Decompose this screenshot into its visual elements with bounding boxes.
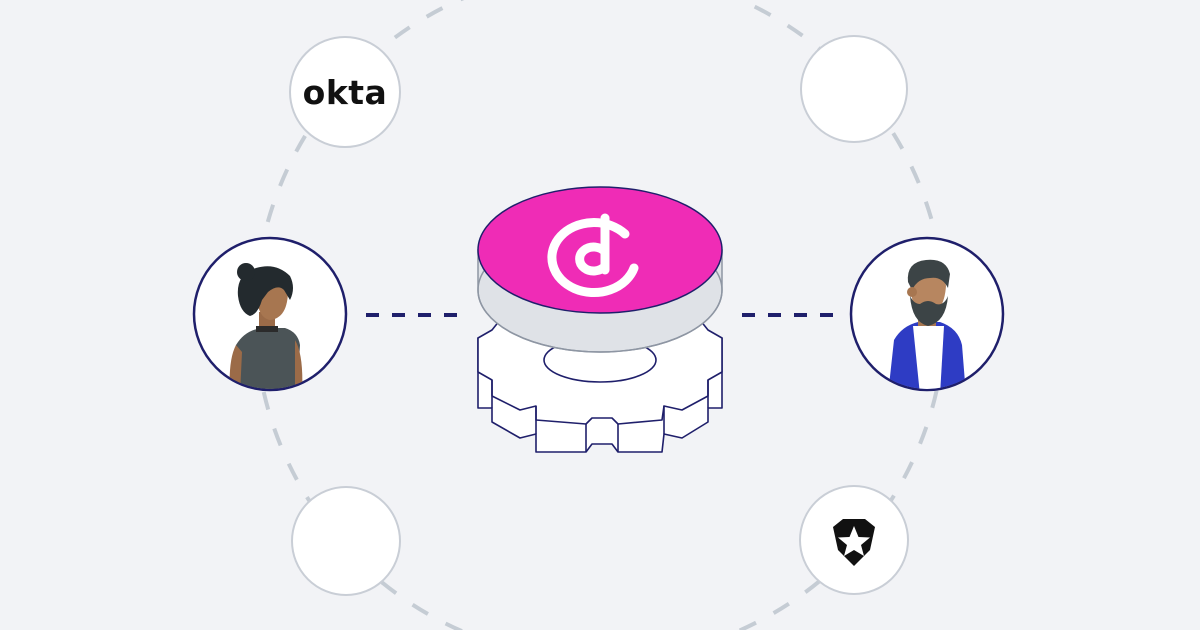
auth0-shield-icon (833, 519, 875, 566)
empty-node-top-right (800, 35, 908, 143)
descope-brand-puck (477, 186, 723, 353)
empty-node-bottom-left (291, 486, 401, 596)
user-right-avatar (849, 236, 1005, 392)
okta-logo: okta (303, 73, 388, 112)
okta-node: okta (289, 36, 401, 148)
user-left-avatar (192, 236, 348, 392)
auth0-node (799, 485, 909, 595)
descope-logo-icon (547, 213, 639, 298)
